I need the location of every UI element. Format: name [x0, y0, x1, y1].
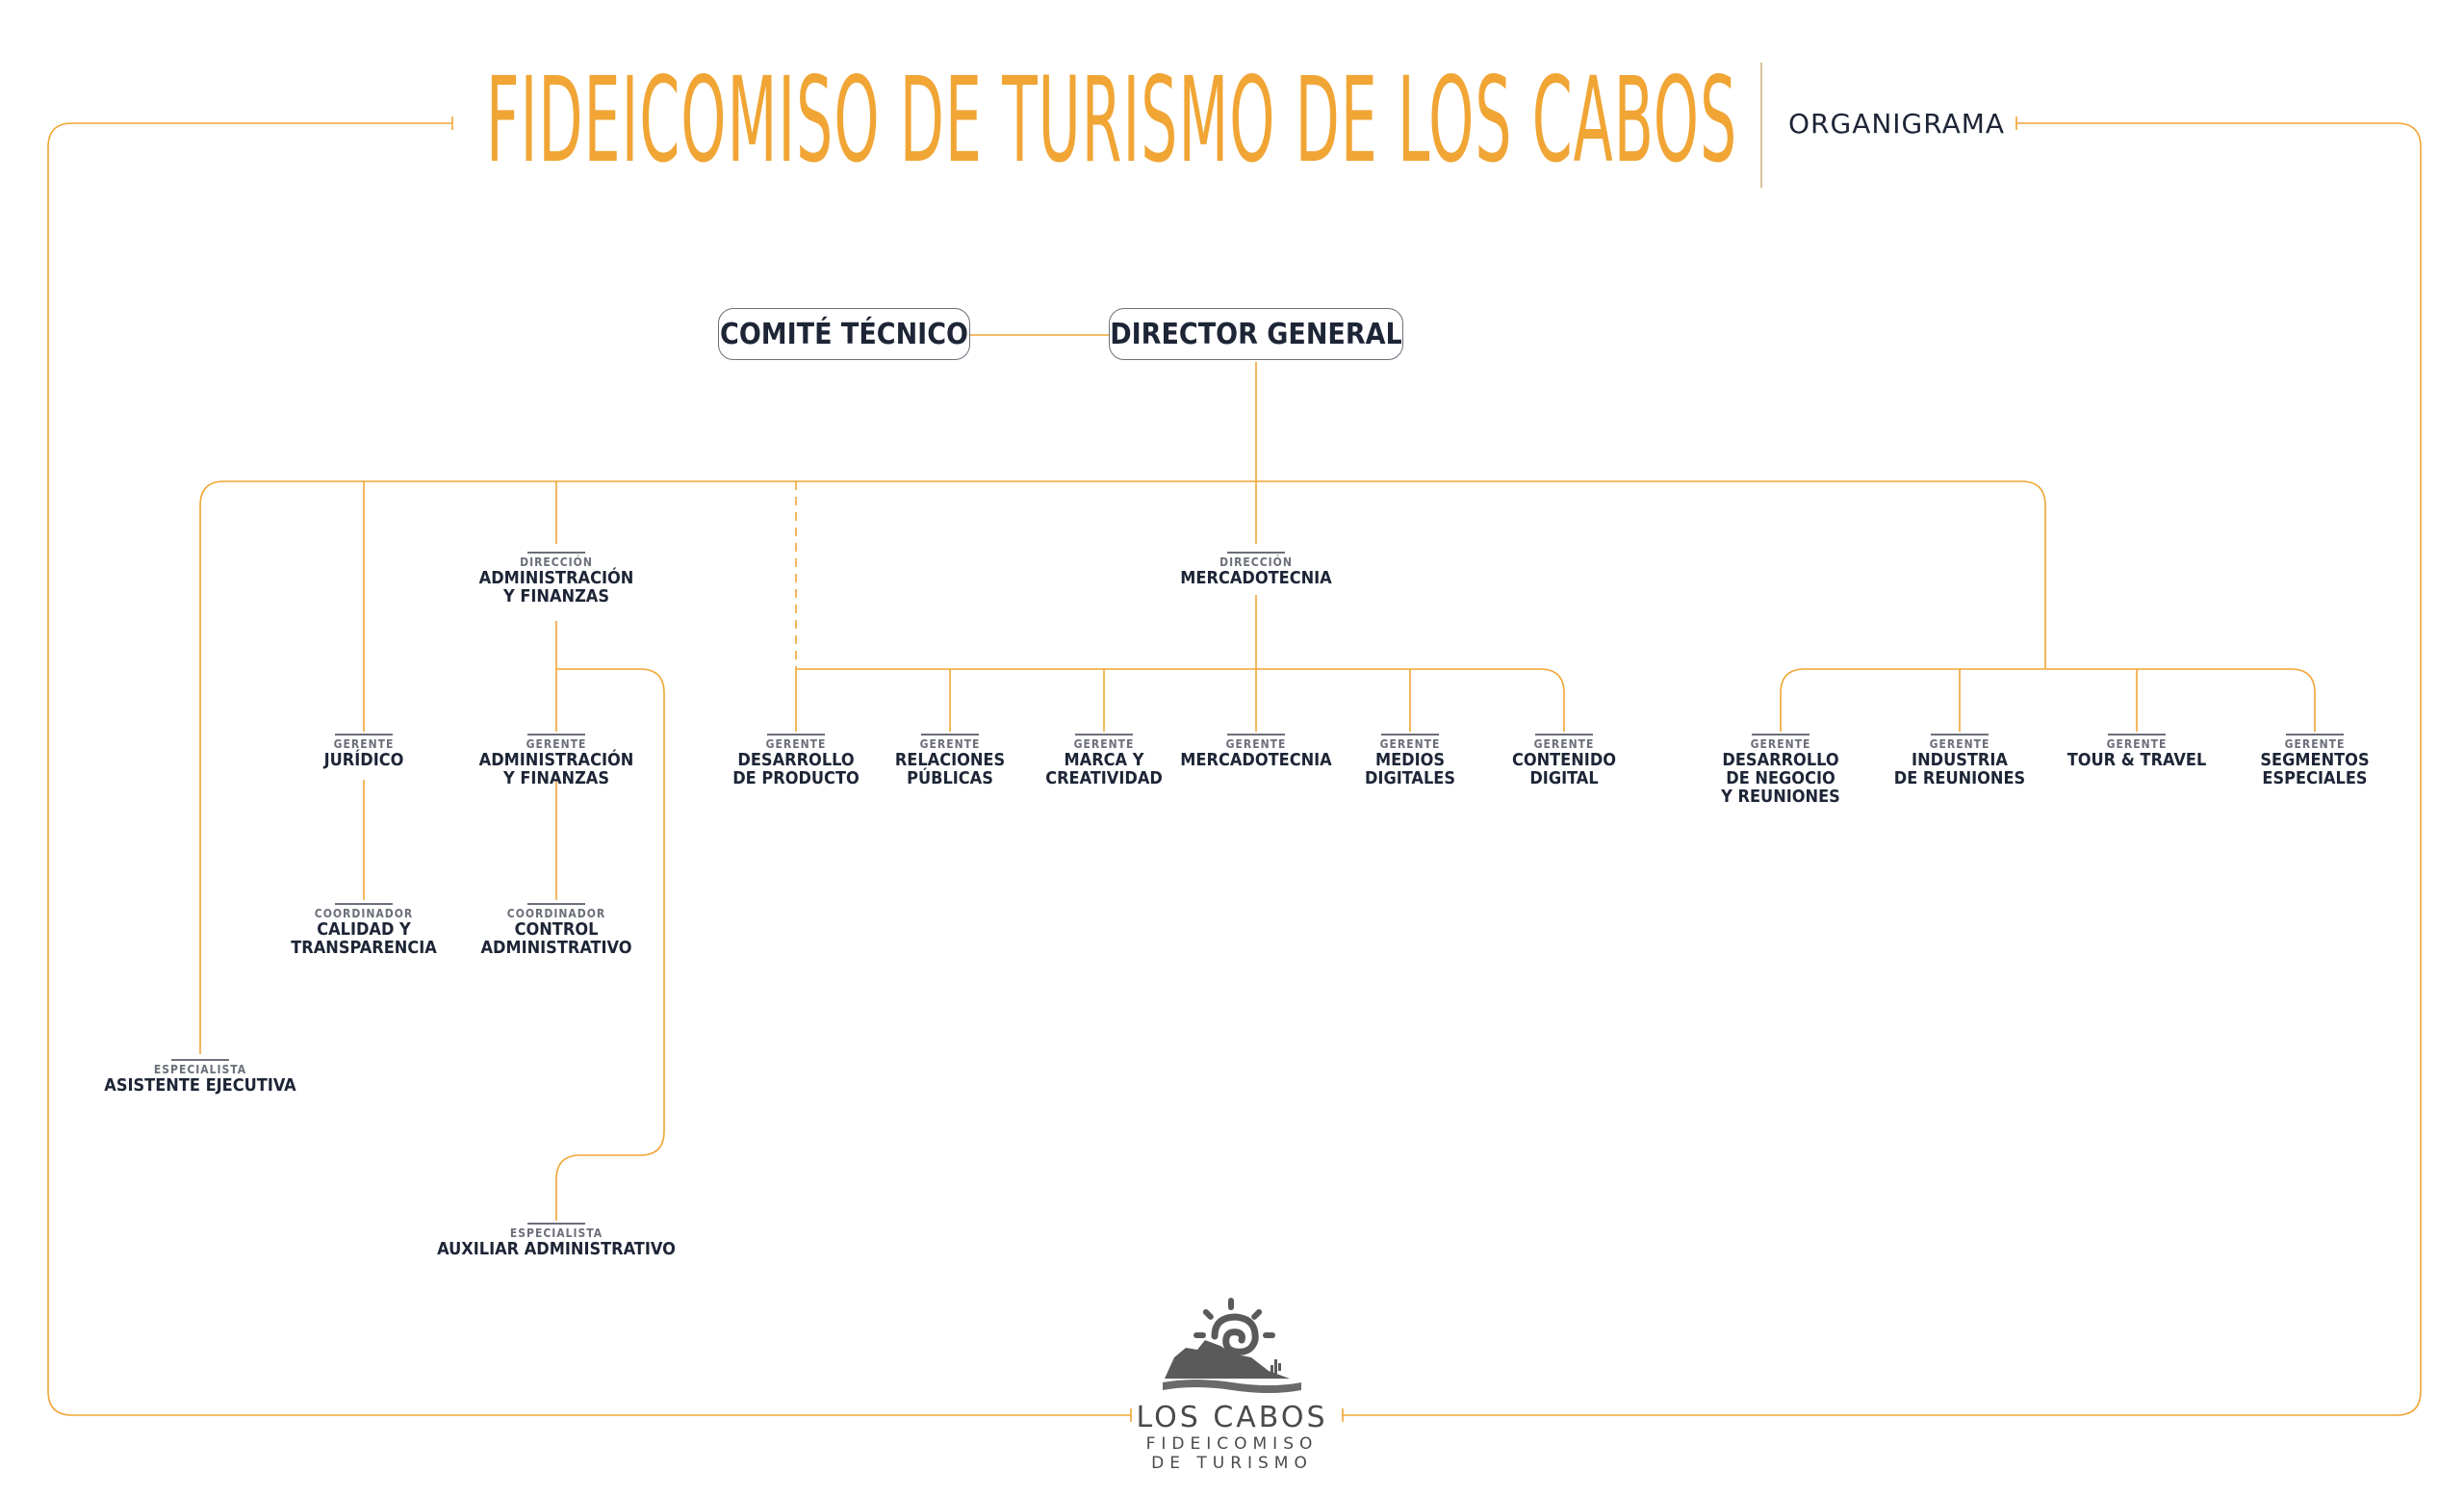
- node-rule: [1227, 552, 1285, 554]
- node-rule: [1381, 734, 1439, 736]
- logo-line-1: LOS CABOS: [1136, 1401, 1328, 1434]
- node-role: GERENTE: [1533, 737, 1595, 751]
- node-rule: [335, 734, 393, 736]
- node-name: INDUSTRIA DE REUNIONES: [1893, 750, 2026, 788]
- node-role: GERENTE: [526, 737, 587, 751]
- node-name: DESARROLLO DE NEGOCIO Y REUNIONES: [1721, 750, 1840, 807]
- node-name: RELACIONES PÚBLICAS: [894, 750, 1006, 788]
- node-rule: [1075, 734, 1133, 736]
- node-rule: [171, 1059, 229, 1061]
- node-name: TOUR & TRAVEL: [2066, 750, 2207, 770]
- los-cabos-emblem-icon: [1163, 1298, 1301, 1393]
- node-role: COORDINADOR: [506, 907, 606, 920]
- logo-line-3: DE TURISMO: [1151, 1454, 1313, 1473]
- node-role: COORDINADOR: [314, 907, 414, 920]
- node-rule: [335, 903, 393, 905]
- node-role: GERENTE: [765, 737, 827, 751]
- node-role: GERENTE: [919, 737, 981, 751]
- comite-tecnico-label: COMITÉ TÉCNICO: [720, 317, 968, 351]
- node-role: GERENTE: [2106, 737, 2168, 751]
- node-name: ASISTENTE EJECUTIVA: [104, 1075, 296, 1096]
- node-rule: [527, 552, 585, 554]
- node-rule: [767, 734, 825, 736]
- node-rule: [1535, 734, 1593, 736]
- node-role: GERENTE: [333, 737, 395, 751]
- node-name: ADMINISTRACIÓN Y FINANZAS: [478, 750, 634, 788]
- node-name: MEDIOS DIGITALES: [1364, 750, 1455, 788]
- node-role: GERENTE: [1750, 737, 1811, 751]
- page-subtitle: ORGANIGRAMA: [1788, 108, 2006, 140]
- page-title: FIDEICOMISO DE TURISMO DE LOS CABOS: [486, 52, 1738, 189]
- main-branch-bar: [199, 480, 2046, 1054]
- node-rule: [527, 903, 585, 905]
- node-name: MERCADOTECNIA: [1180, 568, 1332, 588]
- node-role: ESPECIALISTA: [153, 1063, 247, 1076]
- node-role: GERENTE: [1225, 737, 1287, 751]
- node-role: GERENTE: [1379, 737, 1441, 751]
- node-rule: [921, 734, 979, 736]
- node-rule: [2286, 734, 2344, 736]
- node-name: AUXILIAR ADMINISTRATIVO: [437, 1239, 676, 1259]
- node-role: GERENTE: [1073, 737, 1135, 751]
- node-name: CONTROL ADMINISTRATIVO: [480, 919, 632, 958]
- node-rule: [1752, 734, 1810, 736]
- node-rule: [527, 1223, 585, 1225]
- comite-tecnico-box: COMITÉ TÉCNICO: [718, 308, 970, 360]
- node-name: CONTENIDO DIGITAL: [1511, 750, 1617, 788]
- frame-line: [1343, 122, 2422, 1416]
- node-name: ADMINISTRACIÓN Y FINANZAS: [478, 568, 634, 607]
- node-name: DESARROLLO DE PRODUCTO: [732, 750, 860, 788]
- director-general-label: DIRECTOR GENERAL: [1110, 317, 1402, 351]
- node-rule: [1227, 734, 1285, 736]
- node-rule: [527, 734, 585, 736]
- node-rule: [2108, 734, 2166, 736]
- director-general-box: DIRECTOR GENERAL: [1109, 308, 1403, 360]
- node-rule: [1931, 734, 1989, 736]
- frame-line: [47, 122, 1131, 1416]
- node-role: DIRECCIÓN: [520, 555, 593, 569]
- node-role: GERENTE: [2284, 737, 2346, 751]
- node-role: ESPECIALISTA: [509, 1226, 603, 1240]
- node-role: GERENTE: [1929, 737, 1990, 751]
- node-name: MARCA Y CREATIVIDAD: [1045, 750, 1163, 788]
- logo-line-2: FIDEICOMISO: [1145, 1434, 1319, 1454]
- node-name: MERCADOTECNIA: [1180, 750, 1332, 770]
- node-name: JURÍDICO: [323, 750, 404, 770]
- node-role: DIRECCIÓN: [1219, 555, 1293, 569]
- node-name: CALIDAD Y TRANSPARENCIA: [291, 919, 437, 958]
- los-cabos-logo: LOS CABOS FIDEICOMISO DE TURISMO: [1126, 1290, 1338, 1473]
- node-name: SEGMENTOS ESPECIALES: [2260, 750, 2370, 788]
